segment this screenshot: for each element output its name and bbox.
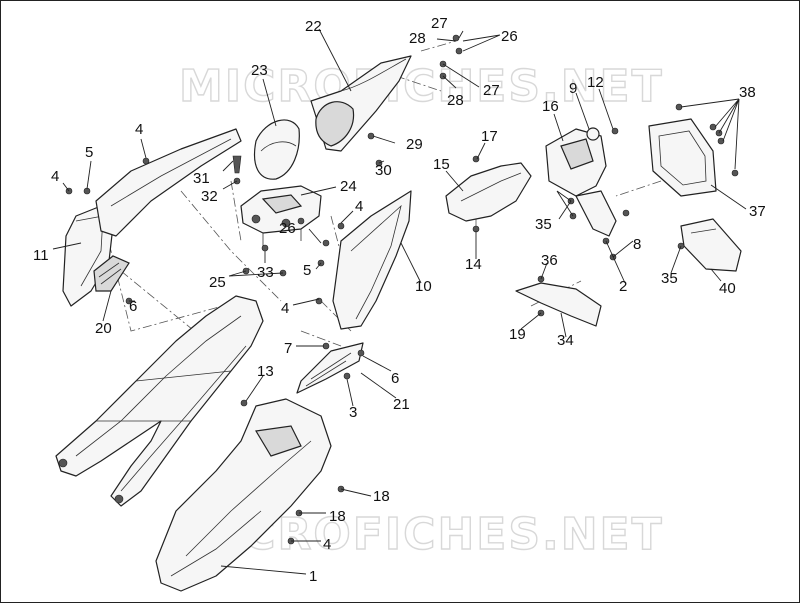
callout-29: 29 (406, 136, 423, 153)
callout-10: 10 (415, 278, 432, 295)
callout-12: 12 (587, 74, 604, 91)
grille-part-21 (296, 342, 364, 394)
callout-5-a: 5 (85, 144, 93, 161)
callout-21: 21 (393, 396, 410, 413)
callout-26-mid: 26 (279, 220, 296, 237)
callout-32: 32 (201, 188, 218, 205)
right-side-panel-part-10 (332, 190, 412, 330)
left-upper-cover (95, 128, 242, 237)
callout-8: 8 (633, 236, 641, 253)
callout-28-top: 28 (409, 30, 426, 47)
callout-35-b: 35 (661, 270, 678, 287)
callout-2: 2 (619, 278, 627, 295)
callout-28-bottom: 28 (447, 92, 464, 109)
plate-bracket-part-40 (680, 218, 742, 272)
callout-14: 14 (465, 256, 482, 273)
callout-6-b: 6 (391, 370, 399, 387)
callout-17: 17 (481, 128, 498, 145)
callout-38: 38 (739, 84, 756, 101)
tail-cowl-part-22 (310, 55, 412, 152)
callout-25: 25 (209, 274, 226, 291)
callout-4-c: 4 (355, 198, 363, 215)
reflector-bracket-part-34 (515, 282, 602, 327)
callout-27-top: 27 (431, 15, 448, 32)
callout-31: 31 (193, 170, 210, 187)
leader-lines (52, 28, 747, 575)
callout-numbers: 22 27 28 26 28 27 23 9 12 38 16 4 5 4 31… (33, 15, 766, 585)
callout-4-a: 4 (135, 121, 143, 138)
callout-23: 23 (251, 62, 268, 79)
callout-26-top: 26 (501, 28, 518, 45)
undertray-part-1 (155, 398, 332, 592)
callout-37: 37 (749, 203, 766, 220)
callout-18-b: 18 (329, 508, 346, 525)
callout-4-e: 4 (323, 536, 331, 553)
callout-3: 3 (349, 404, 357, 421)
callout-33: 33 (257, 264, 274, 281)
hardware-bolts (65, 34, 739, 545)
callout-4-d: 4 (281, 300, 289, 317)
callout-15: 15 (433, 156, 450, 173)
callout-11: 11 (33, 247, 49, 264)
callout-40: 40 (719, 280, 736, 297)
callout-22: 22 (305, 18, 322, 35)
tail-light-part-16 (545, 127, 617, 237)
callout-18-a: 18 (373, 488, 390, 505)
callout-9: 9 (569, 80, 577, 97)
callout-27-bottom: 27 (483, 82, 500, 99)
callout-30: 30 (375, 162, 392, 179)
callout-6-a: 6 (129, 298, 137, 315)
callout-4-b: 4 (51, 168, 59, 185)
callout-35-a: 35 (535, 216, 552, 233)
watermark-top: MICROFICHES.NET (179, 61, 664, 112)
tray-part-24 (240, 185, 322, 246)
callout-24: 24 (340, 178, 357, 195)
callout-5-b: 5 (303, 262, 311, 279)
plate-holder-part-15 (445, 162, 532, 222)
callout-1: 1 (309, 568, 317, 585)
callout-19: 19 (509, 326, 526, 343)
callout-20: 20 (95, 320, 112, 337)
bracket-part-20 (93, 255, 130, 292)
callout-36: 36 (541, 252, 558, 269)
rear-subframe (55, 295, 264, 507)
callout-13: 13 (257, 363, 274, 380)
callout-7: 7 (284, 340, 292, 357)
seat-pad-part-23 (254, 119, 300, 180)
callout-34: 34 (557, 332, 574, 349)
plate-frame-part-37 (648, 118, 717, 197)
callout-16: 16 (542, 98, 559, 115)
